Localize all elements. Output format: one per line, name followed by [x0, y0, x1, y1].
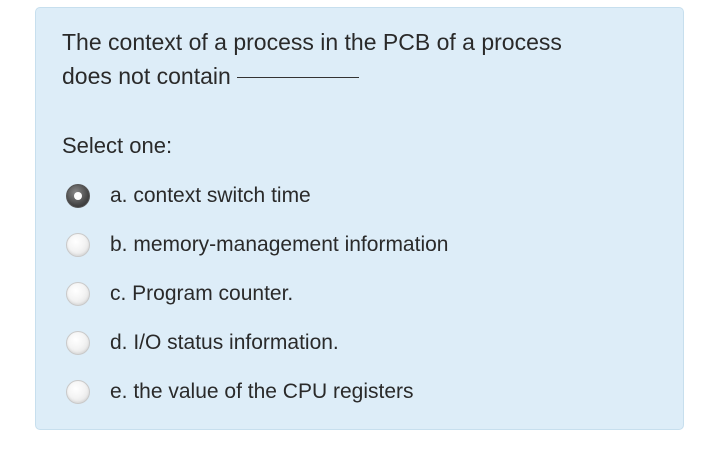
answer-options: a. context switch time b. memory-managem… [66, 171, 448, 416]
question-panel: The context of a process in the PCB of a… [35, 7, 684, 430]
answer-blank [236, 77, 359, 78]
option-label: e. the value of the CPU registers [110, 379, 414, 403]
option-label: a. context switch time [110, 183, 311, 207]
radio-button[interactable] [66, 232, 90, 257]
option-c[interactable]: c. Program counter. [66, 269, 448, 318]
question-line-2: does not contain [62, 63, 231, 89]
question-text: The context of a process in the PCB of a… [62, 25, 642, 93]
option-b[interactable]: b. memory-management information [66, 220, 448, 269]
question-line-1: The context of a process in the PCB of a… [62, 29, 562, 55]
select-one-label: Select one: [62, 133, 173, 158]
option-label: d. I/O status information. [110, 330, 339, 354]
option-e[interactable]: e. the value of the CPU registers [66, 367, 448, 416]
radio-button[interactable] [66, 183, 90, 208]
radio-button[interactable] [66, 281, 90, 306]
option-label: c. Program counter. [110, 281, 294, 305]
option-d[interactable]: d. I/O status information. [66, 318, 448, 367]
radio-button[interactable] [66, 379, 90, 404]
option-label: b. memory-management information [110, 232, 449, 256]
option-a[interactable]: a. context switch time [66, 171, 448, 220]
radio-button[interactable] [66, 330, 90, 355]
